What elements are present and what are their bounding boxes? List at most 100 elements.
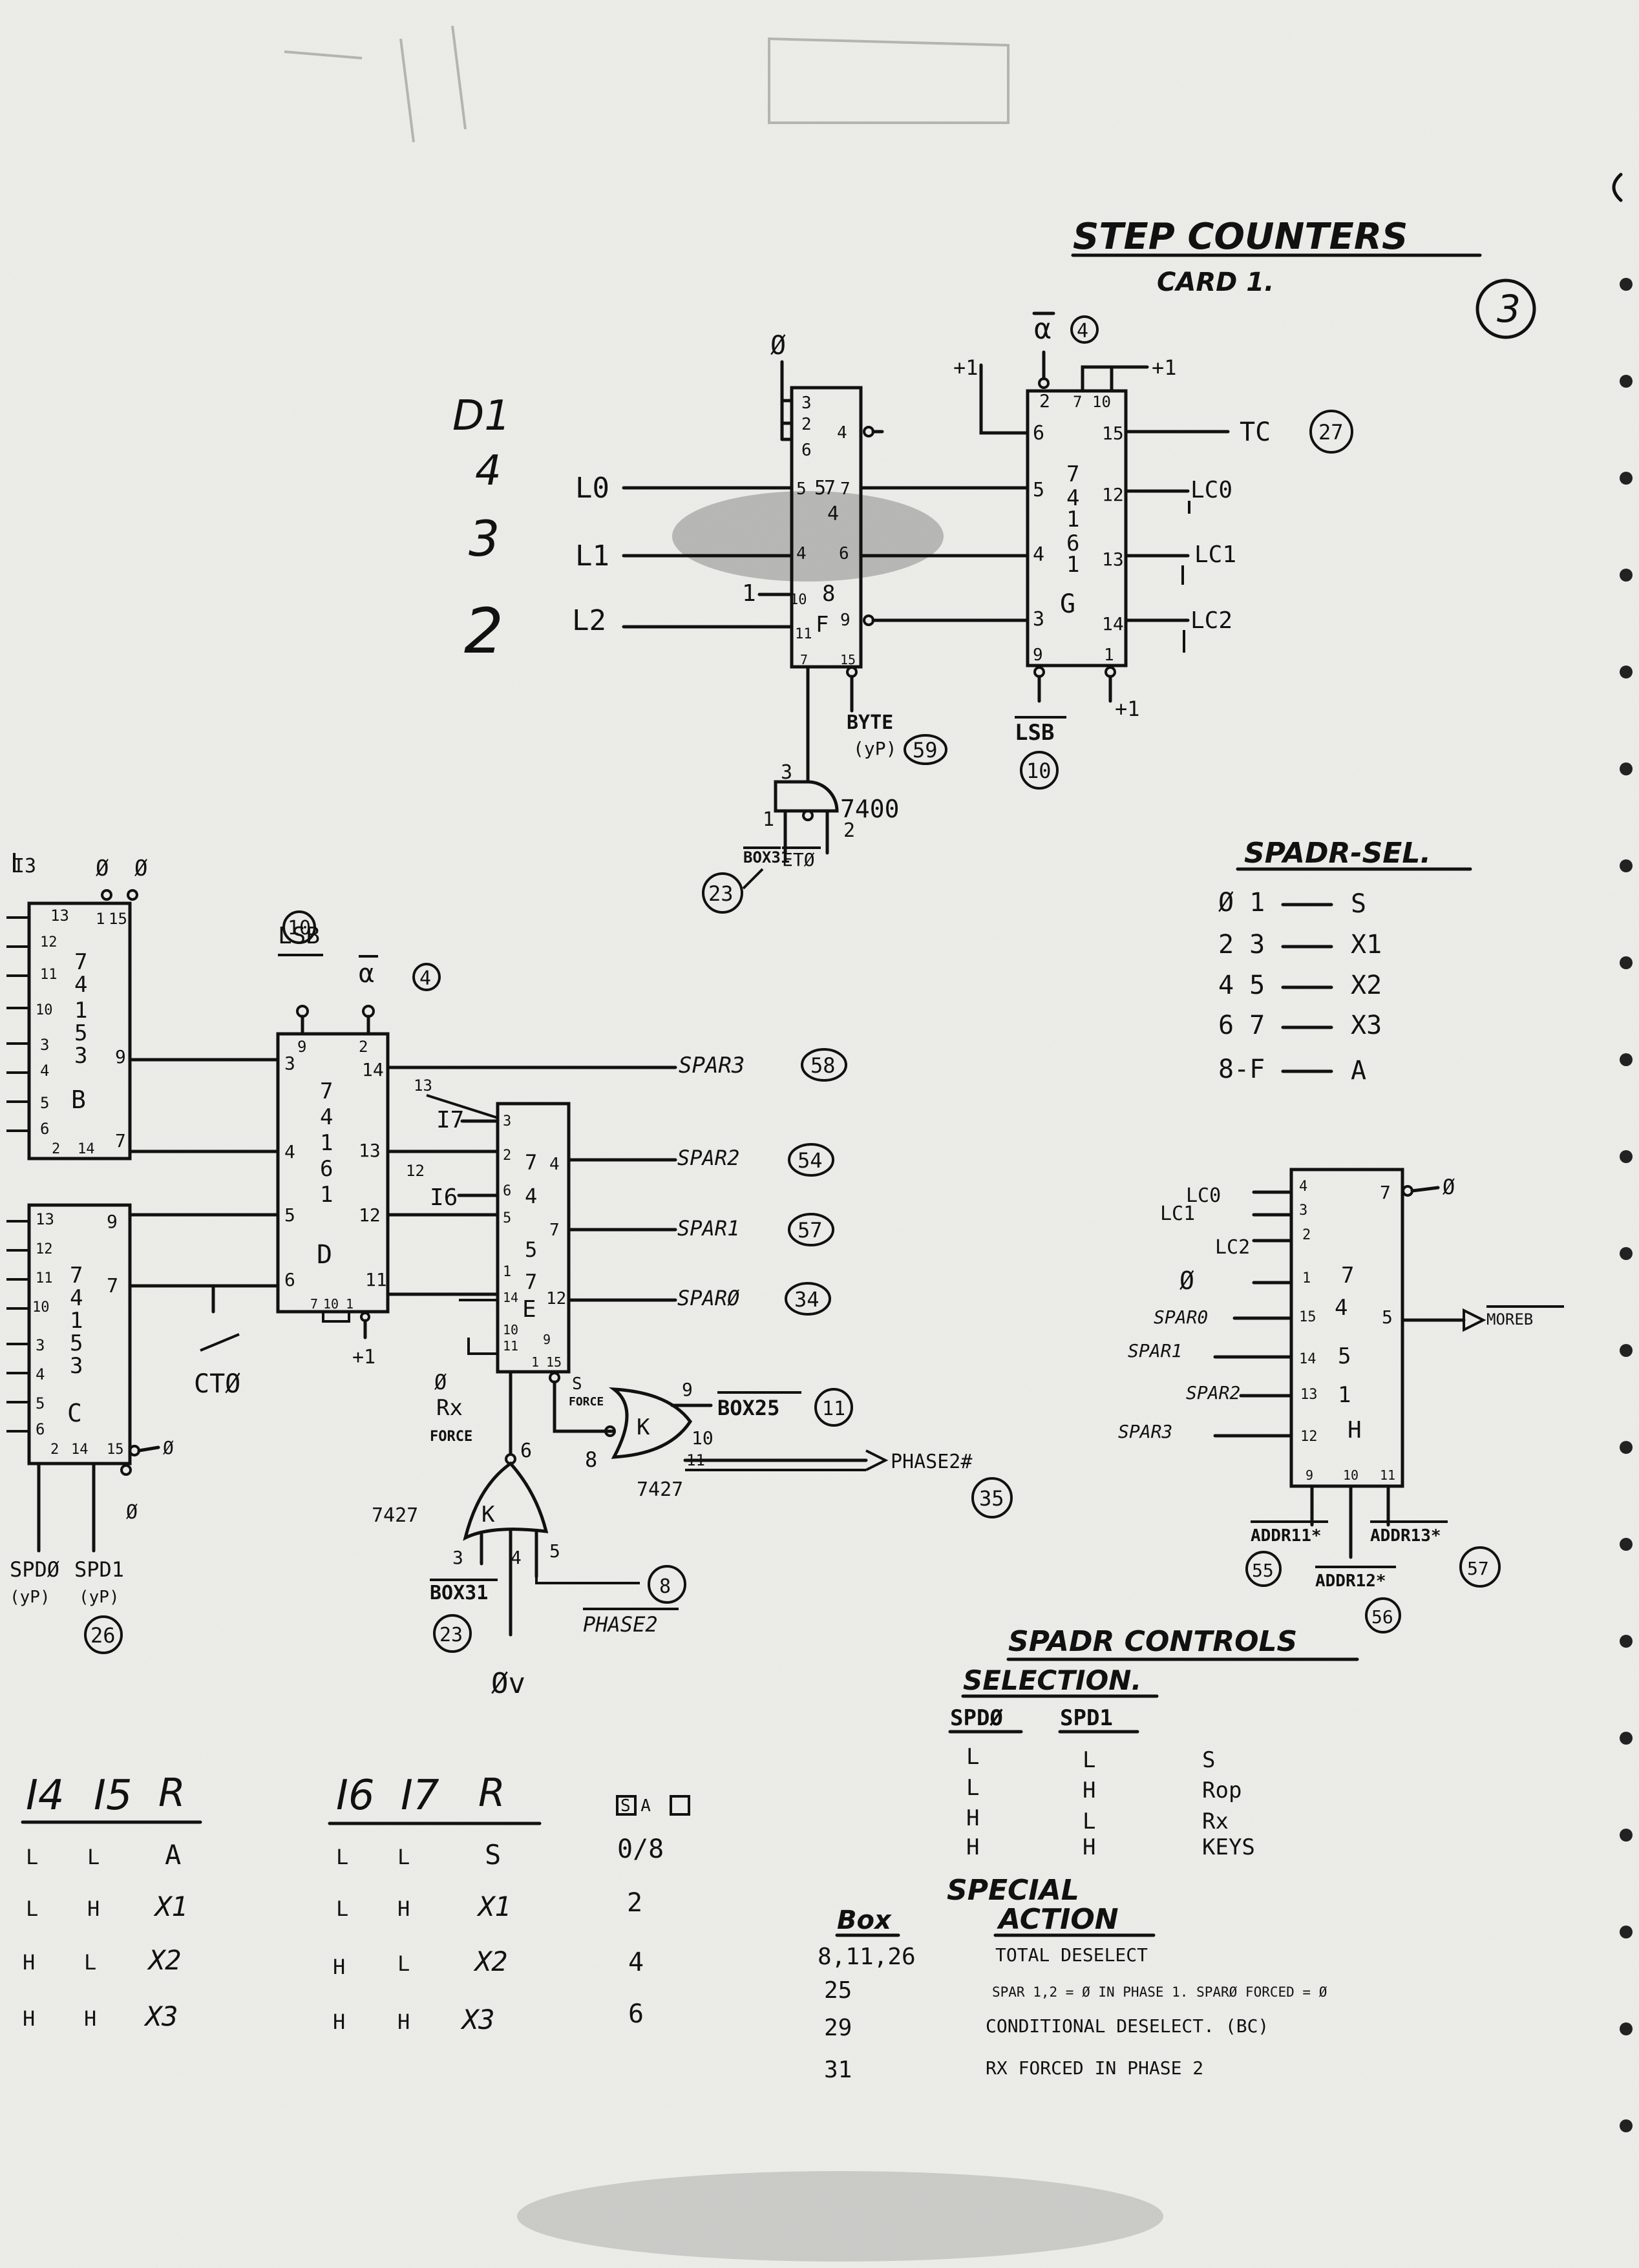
svg-text:1: 1 bbox=[74, 998, 87, 1024]
svg-text:L: L bbox=[26, 1845, 38, 1869]
svg-text:3: 3 bbox=[74, 1043, 87, 1069]
svg-text:ADDR12*: ADDR12* bbox=[1315, 1571, 1386, 1591]
svg-text:5: 5 bbox=[40, 1094, 49, 1112]
svg-text:7: 7 bbox=[310, 1296, 318, 1312]
svg-text:SPAR1: SPAR1 bbox=[1128, 1340, 1182, 1361]
svg-text:12: 12 bbox=[406, 1162, 425, 1180]
svg-text:7: 7 bbox=[1073, 393, 1082, 411]
svg-text:6 7: 6 7 bbox=[1218, 1011, 1265, 1040]
svg-text:4: 4 bbox=[549, 1155, 560, 1174]
svg-text:7: 7 bbox=[320, 1078, 333, 1104]
svg-text:56: 56 bbox=[1371, 1606, 1393, 1628]
svg-text:6: 6 bbox=[284, 1269, 295, 1290]
svg-text:1: 1 bbox=[763, 808, 774, 831]
svg-text:9: 9 bbox=[297, 1038, 306, 1056]
svg-text:SPAR0: SPAR0 bbox=[1154, 1307, 1208, 1328]
svg-text:4: 4 bbox=[525, 1184, 537, 1208]
svg-text:SPECIAL: SPECIAL bbox=[947, 1874, 1079, 1907]
page-title: STEP COUNTERS bbox=[1073, 216, 1408, 258]
svg-text:H: H bbox=[87, 1896, 100, 1921]
svg-text:BYTE: BYTE bbox=[847, 711, 893, 734]
svg-text:4: 4 bbox=[320, 1104, 333, 1130]
svg-text:1: 1 bbox=[1104, 646, 1114, 665]
svg-text:X1: X1 bbox=[1351, 930, 1382, 960]
svg-text:FORCE: FORCE bbox=[430, 1429, 472, 1445]
svg-text:9: 9 bbox=[1033, 646, 1043, 665]
svg-text:7427: 7427 bbox=[372, 1504, 418, 1527]
chip-c-74153: 13 12 11 10 3 4 5 6 9 7 2 14 15 7 4 1 5 … bbox=[6, 1203, 174, 1654]
svg-text:SPDØ: SPDØ bbox=[950, 1705, 1003, 1731]
svg-text:34: 34 bbox=[794, 1287, 820, 1312]
svg-text:8: 8 bbox=[659, 1575, 671, 1598]
svg-text:23: 23 bbox=[708, 881, 734, 906]
special-action-table: SPECIAL ACTION Box 8,11,26 TOTAL DESELEC… bbox=[818, 1874, 1327, 2083]
svg-text:(yP): (yP) bbox=[79, 1588, 120, 1607]
svg-text:4: 4 bbox=[36, 1365, 45, 1383]
svg-text:S: S bbox=[485, 1839, 501, 1871]
margin-note-1: D1 bbox=[452, 392, 511, 440]
svg-text:23: 23 bbox=[439, 1624, 463, 1646]
svg-text:29: 29 bbox=[824, 2015, 852, 2041]
svg-text:R: R bbox=[158, 1770, 185, 1816]
svg-text:2: 2 bbox=[52, 1141, 60, 1157]
svg-text:7: 7 bbox=[800, 652, 808, 667]
svg-text:L: L bbox=[84, 1950, 96, 1975]
smudge bbox=[672, 491, 944, 582]
svg-text:4: 4 bbox=[628, 1948, 644, 1977]
svg-text:1: 1 bbox=[1066, 552, 1079, 578]
svg-text:H: H bbox=[397, 2010, 410, 2034]
svg-text:4: 4 bbox=[1066, 485, 1079, 511]
svg-text:H: H bbox=[333, 2010, 345, 2034]
svg-text:L: L bbox=[397, 1951, 410, 1976]
svg-text:9: 9 bbox=[107, 1211, 118, 1232]
svg-text:4: 4 bbox=[74, 972, 87, 998]
svg-text:7400: 7400 bbox=[840, 795, 900, 823]
svg-text:Rop: Rop bbox=[1202, 1778, 1242, 1803]
input-l2: L2 bbox=[572, 604, 606, 637]
spar1-label: SPAR1 bbox=[677, 1216, 739, 1241]
moreb-label: MOREB bbox=[1486, 1310, 1533, 1328]
svg-text:1: 1 bbox=[320, 1182, 333, 1208]
svg-text:9: 9 bbox=[840, 611, 851, 630]
svg-text:S: S bbox=[1202, 1747, 1215, 1773]
svg-text:59: 59 bbox=[913, 738, 938, 762]
svg-text:2: 2 bbox=[801, 415, 812, 434]
svg-text:3: 3 bbox=[1033, 608, 1044, 631]
svg-text:K: K bbox=[637, 1414, 650, 1440]
svg-text:3: 3 bbox=[801, 394, 812, 413]
svg-text:7: 7 bbox=[1341, 1263, 1354, 1288]
svg-text:S: S bbox=[1351, 889, 1366, 919]
ct0-label: CTØ bbox=[194, 1369, 240, 1399]
svg-text:13: 13 bbox=[1300, 1387, 1318, 1403]
svg-text:K: K bbox=[481, 1502, 495, 1528]
svg-text:X1: X1 bbox=[153, 1891, 188, 1922]
svg-text:(yP): (yP) bbox=[10, 1588, 50, 1607]
svg-text:5: 5 bbox=[525, 1237, 537, 1262]
svg-text:3: 3 bbox=[452, 1547, 463, 1568]
svg-text:5: 5 bbox=[74, 1020, 87, 1046]
svg-text:H: H bbox=[1348, 1417, 1362, 1444]
truth-table-i6-i7: I6 I7 R L L S L H X1 H L X2 H H X3 bbox=[328, 1770, 542, 2035]
svg-text:10: 10 bbox=[36, 1002, 53, 1018]
svg-text:3: 3 bbox=[503, 1113, 511, 1129]
svg-text:H: H bbox=[333, 1955, 345, 1979]
spadr-sel-title: SPADR-SEL. bbox=[1244, 837, 1431, 870]
svg-text:LC2: LC2 bbox=[1215, 1236, 1250, 1259]
svg-text:Ø: Ø bbox=[163, 1437, 174, 1458]
svg-text:ADDR13*: ADDR13* bbox=[1370, 1526, 1441, 1546]
svg-text:14: 14 bbox=[503, 1290, 518, 1305]
svg-text:15: 15 bbox=[1102, 423, 1124, 444]
nand-7400: 7400 3 1 2 BOX31 ETØ 23 bbox=[702, 665, 900, 914]
svg-text:2: 2 bbox=[627, 1888, 642, 1918]
svg-text:4: 4 bbox=[796, 544, 807, 563]
svg-text:10: 10 bbox=[32, 1299, 50, 1316]
svg-text:6: 6 bbox=[320, 1156, 333, 1182]
svg-text:11: 11 bbox=[503, 1338, 518, 1354]
svg-text:5: 5 bbox=[796, 479, 807, 499]
svg-text:F: F bbox=[816, 612, 829, 638]
svg-text:27: 27 bbox=[1318, 420, 1344, 445]
svg-text:C: C bbox=[67, 1399, 82, 1427]
svg-text:14: 14 bbox=[1102, 613, 1124, 635]
svg-text:α: α bbox=[359, 959, 374, 989]
svg-text:11: 11 bbox=[1380, 1467, 1395, 1483]
